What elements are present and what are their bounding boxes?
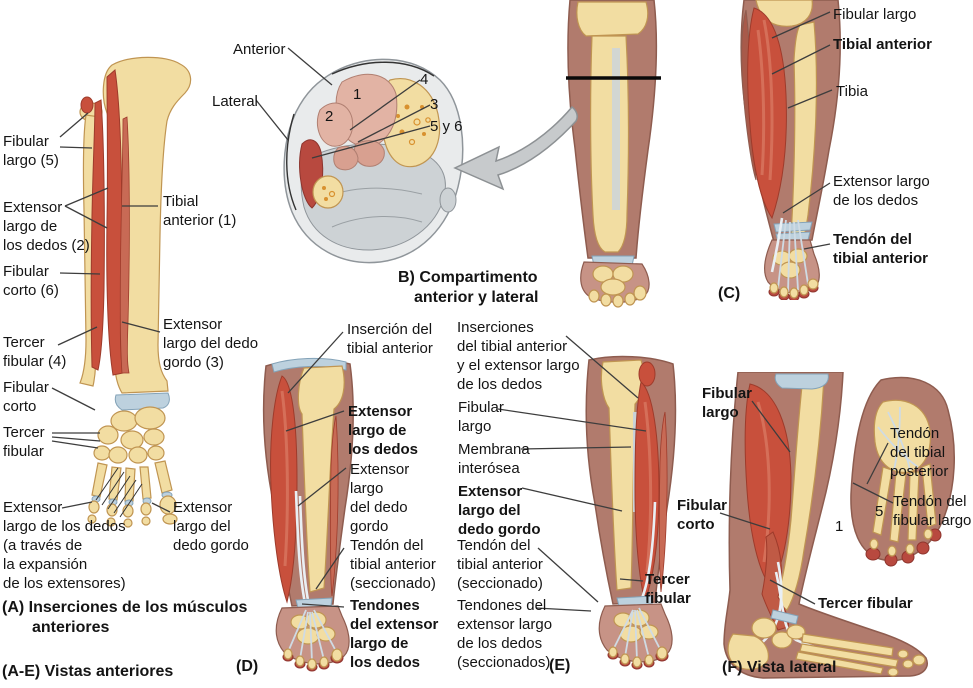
label-fibular-corto-6: Fibular corto (6) bbox=[3, 263, 59, 299]
label-extensor-expansion: Extensor largo de los dedos (a través de… bbox=[3, 499, 126, 592]
label-f-fibular-largo: Fibular largo bbox=[702, 385, 753, 421]
label-fibular-corto-pie: Fibular corto bbox=[3, 379, 49, 415]
label-e-inserciones: Inserciones del tibial anterior y el ext… bbox=[457, 319, 580, 393]
label-e-extensor-dedo-gordo: Extensor largo del dedo gordo bbox=[458, 483, 541, 538]
caption-panel-a-line2: anteriores bbox=[32, 619, 110, 636]
label-e-fibular-largo: Fibular largo bbox=[458, 399, 504, 435]
label-fibular-largo-5: Fibular largo (5) bbox=[3, 133, 59, 169]
number-3-compartment: 3 bbox=[430, 96, 439, 113]
caption-views-anteriores: (A-E) Vistas anteriores bbox=[2, 663, 174, 680]
number-4-compartment: 4 bbox=[420, 71, 429, 88]
label-tercer-fibular-4: Tercer fibular (4) bbox=[3, 334, 67, 370]
label-extensor-dedo-gordo-pie: Extensor largo del dedo gordo bbox=[173, 499, 249, 554]
label-tibial-anterior-1: Tibial anterior (1) bbox=[163, 193, 237, 229]
label-e-membrana-interosea: Membrana interósea bbox=[458, 441, 530, 477]
label-c-fibular-largo: Fibular largo bbox=[833, 6, 917, 23]
label-e-tendon-seccionado: Tendón del tibial anterior (seccionado) bbox=[457, 537, 543, 592]
caption-panel-b-line2: anterior y lateral bbox=[414, 289, 539, 306]
caption-panel-b-line1: B) Compartimento bbox=[398, 269, 538, 286]
number-1-metatarsal: 1 bbox=[835, 518, 844, 535]
label-c-extensor-largo-dedos: Extensor largo de los dedos bbox=[833, 173, 930, 209]
tag-panel-e: (E) bbox=[549, 657, 571, 674]
caption-panel-a-line1: (A) Inserciones de los músculos bbox=[2, 599, 248, 616]
figure-b-cross-section-illustration bbox=[283, 58, 464, 264]
label-d-insercion-tibial: Inserción del tibial anterior bbox=[347, 321, 433, 357]
label-d-extensor-dedo-gordo: Extensor largo del dedo gordo bbox=[350, 461, 410, 535]
caption-panel-b: B) Compartimento anterior y lateral bbox=[398, 268, 539, 308]
caption-panel-f: (F) Vista lateral bbox=[722, 659, 837, 676]
label-f-tendon-fibular-largo: Tendón del fibular largo bbox=[893, 493, 972, 529]
label-c-tibia: Tibia bbox=[836, 83, 868, 100]
figure-a-leg-bones-illustration bbox=[79, 56, 192, 528]
tag-panel-d: (D) bbox=[236, 658, 259, 675]
label-f-tercer-fibular: Tercer fibular bbox=[818, 595, 913, 612]
label-f-fibular-corto: Fibular corto bbox=[677, 497, 728, 533]
label-d-extensor-largo-dedos: Extensor largo de los dedos bbox=[348, 403, 419, 458]
number-2-compartment: 2 bbox=[325, 108, 334, 125]
label-d-tendon-seccionado: Tendón del tibial anterior (seccionado) bbox=[350, 537, 436, 592]
label-c-tibial-anterior: Tibial anterior bbox=[833, 36, 932, 53]
figure-e-anterior-leg-illustration bbox=[585, 355, 677, 670]
label-e-tendones-seccionados: Tendones del extensor largo de los dedos… bbox=[457, 597, 553, 671]
label-d-tendones-extensor: Tendones del extensor largo de los dedos bbox=[350, 597, 439, 671]
number-1-compartment: 1 bbox=[353, 86, 362, 103]
figure-d-anterior-leg-illustration bbox=[262, 357, 354, 672]
label-extensor-largo-dedos-2: Extensor largo de los dedos (2) bbox=[3, 199, 90, 254]
label-extensor-dedo-gordo-3: Extensor largo del dedo gordo (3) bbox=[163, 316, 259, 371]
label-anterior: Anterior bbox=[233, 41, 286, 58]
number-5-6-compartment: 5 y 6 bbox=[430, 118, 463, 135]
label-tercer-fibular-pie: Tercer fibular bbox=[3, 424, 45, 460]
number-5-metatarsal: 5 bbox=[875, 503, 884, 520]
tag-panel-c: (C) bbox=[718, 285, 741, 302]
figure-section-reference-leg-illustration bbox=[567, 0, 658, 308]
label-c-tendon-tibial-anterior: Tendón del tibial anterior bbox=[833, 231, 929, 267]
caption-panel-a: (A) Inserciones de los músculos anterior… bbox=[2, 598, 247, 638]
label-lateral: Lateral bbox=[212, 93, 258, 110]
label-f-tendon-tibial-posterior: Tendón del tibial posterior bbox=[890, 425, 949, 480]
label-e-tercer-fibular: Tercer fibular bbox=[645, 571, 691, 607]
